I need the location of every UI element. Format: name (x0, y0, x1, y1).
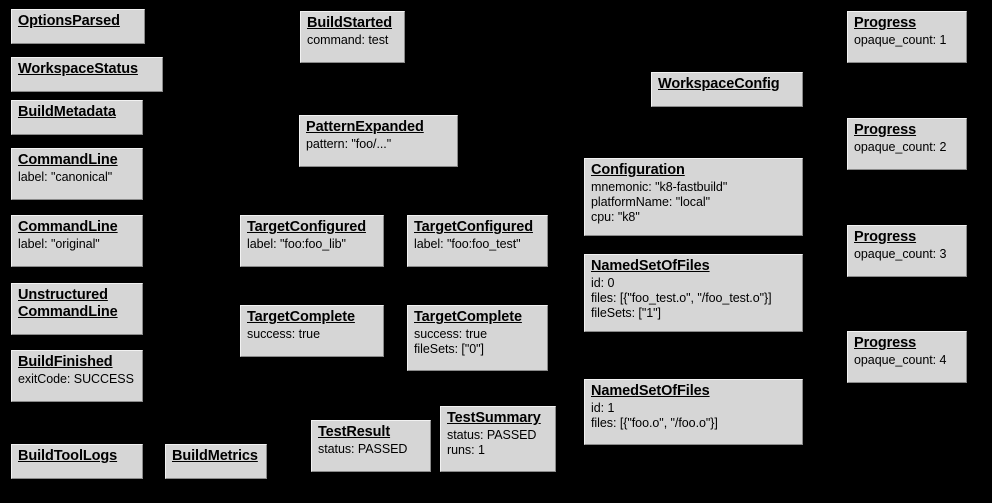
node-field: id: 0 (591, 276, 615, 291)
node-field: id: 1 (591, 401, 615, 416)
node-title: Progress (854, 335, 917, 351)
node-progress-3[interactable]: Progress opaque_count: 3 (847, 225, 967, 277)
node-title: BuildMetrics (172, 448, 258, 464)
node-field: opaque_count: 1 (854, 33, 947, 48)
node-field: cpu: "k8" (591, 209, 640, 224)
node-command-line-original[interactable]: CommandLine label: "original" (11, 215, 143, 267)
node-build-metrics[interactable]: BuildMetrics (165, 444, 267, 479)
node-configuration[interactable]: Configuration mnemonic: "k8-fastbuild"pla… (584, 158, 803, 236)
node-title: BuildMetadata (18, 104, 116, 120)
node-field: pattern: "foo/..." (306, 137, 392, 152)
node-options-parsed[interactable]: OptionsParsed (11, 9, 145, 44)
node-target-complete-lib[interactable]: TargetComplete success: true (240, 305, 384, 357)
node-field: label: "foo:foo_lib" (247, 237, 346, 252)
node-title: Unstructured CommandLine (18, 287, 118, 321)
node-build-finished[interactable]: BuildFinished exitCode: SUCCESS (11, 350, 143, 402)
node-field: status: PASSED (318, 442, 408, 457)
node-title: TargetConfigured (247, 219, 366, 235)
node-title: TestSummary (447, 410, 541, 426)
node-target-configured-test[interactable]: TargetConfigured label: "foo:foo_test" (407, 215, 548, 267)
node-progress-1[interactable]: Progress opaque_count: 1 (847, 11, 967, 63)
node-field: opaque_count: 2 (854, 140, 947, 155)
node-field: exitCode: SUCCESS (18, 372, 134, 387)
node-build-metadata[interactable]: BuildMetadata (11, 100, 143, 135)
node-title: Progress (854, 122, 917, 138)
node-field: fileSets: ["1"] (591, 305, 661, 320)
node-field: success: true (247, 327, 320, 342)
node-title: BuildFinished (18, 354, 113, 370)
node-field: command: test (307, 33, 389, 48)
node-unstructured-cmdline[interactable]: Unstructured CommandLine (11, 283, 143, 335)
node-title: TargetComplete (414, 309, 522, 325)
node-title: BuildToolLogs (18, 448, 118, 464)
node-title: PatternExpanded (306, 119, 424, 135)
node-field: label: "canonical" (18, 170, 113, 185)
node-field: mnemonic: "k8-fastbuild" (591, 180, 728, 195)
node-title: TestResult (318, 424, 391, 440)
node-title: Configuration (591, 162, 685, 178)
node-progress-2[interactable]: Progress opaque_count: 2 (847, 118, 967, 170)
node-workspace-config[interactable]: WorkspaceConfig (651, 72, 803, 107)
node-title: WorkspaceConfig (658, 76, 780, 92)
node-title: CommandLine (18, 219, 118, 235)
node-field: status: PASSED (447, 428, 537, 443)
node-test-result[interactable]: TestResult status: PASSED (311, 420, 431, 472)
node-title: BuildStarted (307, 15, 393, 31)
node-field: label: "foo:foo_test" (414, 237, 521, 252)
node-title: CommandLine (18, 152, 118, 168)
node-command-line-canonical[interactable]: CommandLine label: "canonical" (11, 148, 143, 200)
node-title: TargetConfigured (414, 219, 533, 235)
node-title: NamedSetOfFiles (591, 258, 710, 274)
node-field: opaque_count: 3 (854, 247, 947, 262)
node-target-configured-lib[interactable]: TargetConfigured label: "foo:foo_lib" (240, 215, 384, 267)
node-build-started[interactable]: BuildStarted command: test (300, 11, 405, 63)
node-field: files: [{"foo_test.o", "/foo_test.o"}] (591, 290, 772, 305)
node-build-tool-logs[interactable]: BuildToolLogs (11, 444, 143, 479)
node-pattern-expanded[interactable]: PatternExpanded pattern: "foo/..." (299, 115, 458, 167)
node-field: label: "original" (18, 237, 100, 252)
node-workspace-status[interactable]: WorkspaceStatus (11, 57, 163, 92)
node-field: opaque_count: 4 (854, 353, 947, 368)
node-field: runs: 1 (447, 442, 485, 457)
node-field: fileSets: ["0"] (414, 341, 484, 356)
node-title: TargetComplete (247, 309, 355, 325)
node-title: Progress (854, 15, 917, 31)
node-title: WorkspaceStatus (18, 61, 138, 77)
node-field: success: true (414, 327, 487, 342)
node-field: files: [{"foo.o", "/foo.o"}] (591, 415, 718, 430)
node-progress-4[interactable]: Progress opaque_count: 4 (847, 331, 967, 383)
node-title: Progress (854, 229, 917, 245)
node-field: platformName: "local" (591, 194, 710, 209)
node-title: OptionsParsed (18, 13, 120, 29)
node-title: NamedSetOfFiles (591, 383, 710, 399)
